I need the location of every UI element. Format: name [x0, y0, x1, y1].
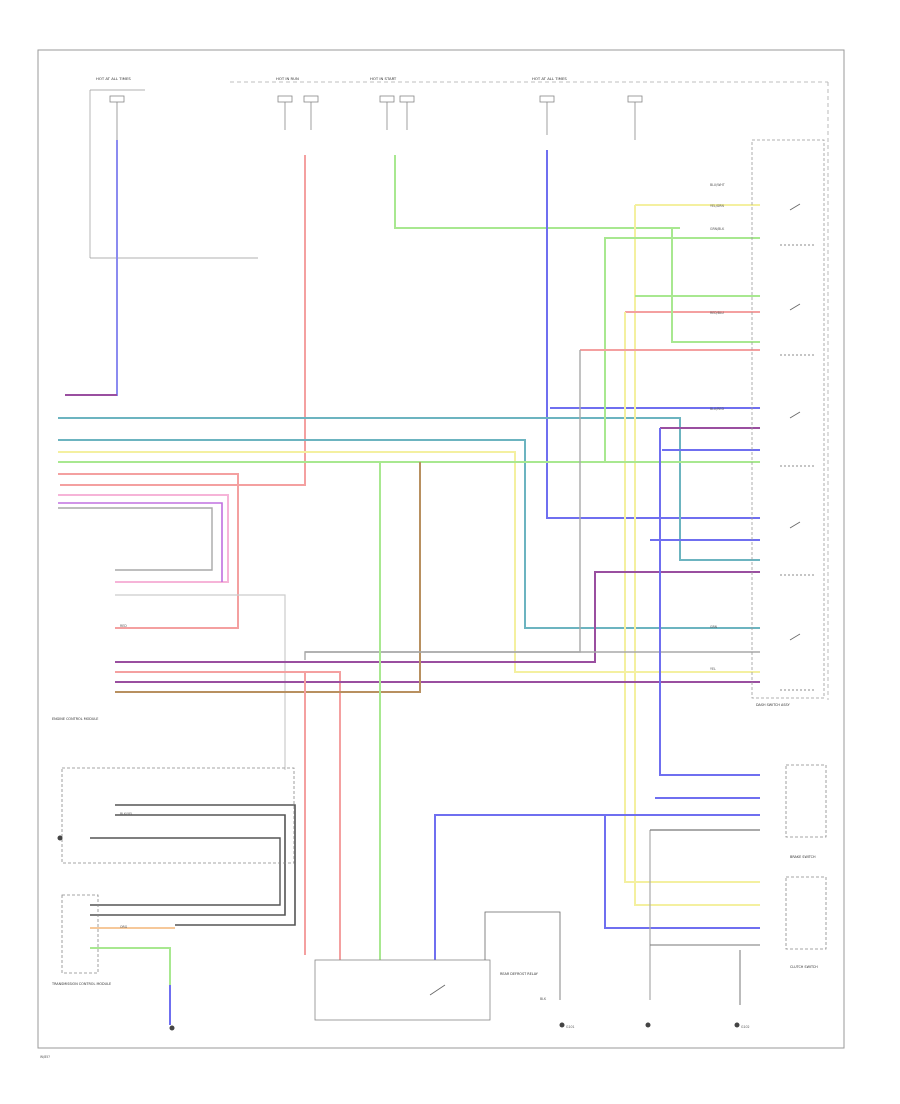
- wire-pink: [58, 494, 229, 583]
- wire-label-5: BLU/RED: [710, 407, 724, 411]
- label-ground-right: G102: [741, 1025, 750, 1029]
- relay-lead: [484, 911, 561, 1000]
- fuse-symbols: [109, 95, 643, 140]
- wire-red-main: [60, 155, 306, 486]
- ecm-box: [61, 767, 295, 864]
- label-hot-at-all-times-right: HOT AT ALL TIMES: [532, 76, 567, 81]
- tcm-box: [61, 894, 99, 974]
- wire-label-6: BLK/YEL: [120, 812, 133, 816]
- wire-black-3: [90, 837, 281, 906]
- corner-code: W/85?: [40, 1055, 50, 1059]
- wire-gray-1: [58, 507, 213, 571]
- wire-green-start: [394, 155, 680, 229]
- wire-green-bottom: [90, 947, 171, 985]
- wire-yellow-5: [624, 312, 760, 883]
- wire-blue-right: [546, 150, 760, 519]
- relay-box: [314, 959, 491, 1021]
- label-hot-in-run: HOT IN RUN: [276, 76, 299, 81]
- wire-blue-left: [65, 140, 118, 396]
- ground-symbols: [57, 835, 740, 1031]
- label-ecm: ENGINE CONTROL MODULE: [52, 717, 98, 721]
- wire-blue-bottom: [434, 814, 760, 960]
- label-hot-at-all-times-left: HOT AT ALL TIMES: [96, 76, 131, 81]
- wire-gray-2: [115, 594, 286, 770]
- fuse-block-left: [89, 89, 258, 259]
- wire-label-2: YEL/GRN: [710, 204, 724, 208]
- wire-label-11: BLK: [540, 997, 547, 1001]
- label-dash-switch: DASH SWITCH ASSY: [756, 703, 791, 707]
- wire-purple-1: [115, 571, 760, 663]
- label-clutch-switch: CLUTCH SWITCH: [790, 965, 818, 969]
- wire-red-3: [58, 473, 239, 629]
- wire-label-1: BLU/WHT: [710, 183, 725, 187]
- relay-contact: [429, 984, 446, 996]
- label-tcm: TRANSMISSION CONTROL MODULE: [51, 982, 111, 986]
- wire-yellow-3: [634, 205, 760, 906]
- label-rear-defrost-relay: REAR DEFROST RELAY: [500, 972, 539, 976]
- diagram-frame: [37, 49, 845, 1049]
- label-hot-in-start: HOT IN START: [370, 76, 397, 81]
- wire-label-10: YEL: [710, 667, 716, 671]
- wire-teal-1: [58, 417, 760, 561]
- wire-green-3: [671, 228, 760, 343]
- wire-purple-2: [115, 671, 341, 960]
- wire-blue-bottom-2: [604, 815, 760, 929]
- wire-label-9: GRN: [710, 625, 718, 629]
- dash-switch-box: [751, 139, 825, 699]
- wire-red-right-2: [304, 350, 581, 660]
- wire-label-8: ORG: [120, 925, 128, 929]
- wire-black-2: [90, 814, 286, 916]
- wire-black-1: [115, 804, 296, 926]
- wire-violet-right: [659, 428, 760, 776]
- wire-label-3: GRN/BLK: [710, 227, 725, 231]
- label-brake-switch: BRAKE SWITCH: [790, 855, 816, 859]
- wire-label-7: RED: [120, 624, 127, 628]
- wire-label-4: RED/BLU: [710, 311, 725, 315]
- wire-yellow-1: [58, 451, 760, 673]
- wire-brown: [115, 462, 421, 693]
- brake-switch-box: [785, 764, 827, 838]
- wire-teal-2: [58, 439, 760, 629]
- label-ground-left: G101: [566, 1025, 575, 1029]
- clutch-switch-box: [785, 876, 827, 950]
- wire-violet: [58, 502, 223, 582]
- switch-contacts: [780, 203, 815, 691]
